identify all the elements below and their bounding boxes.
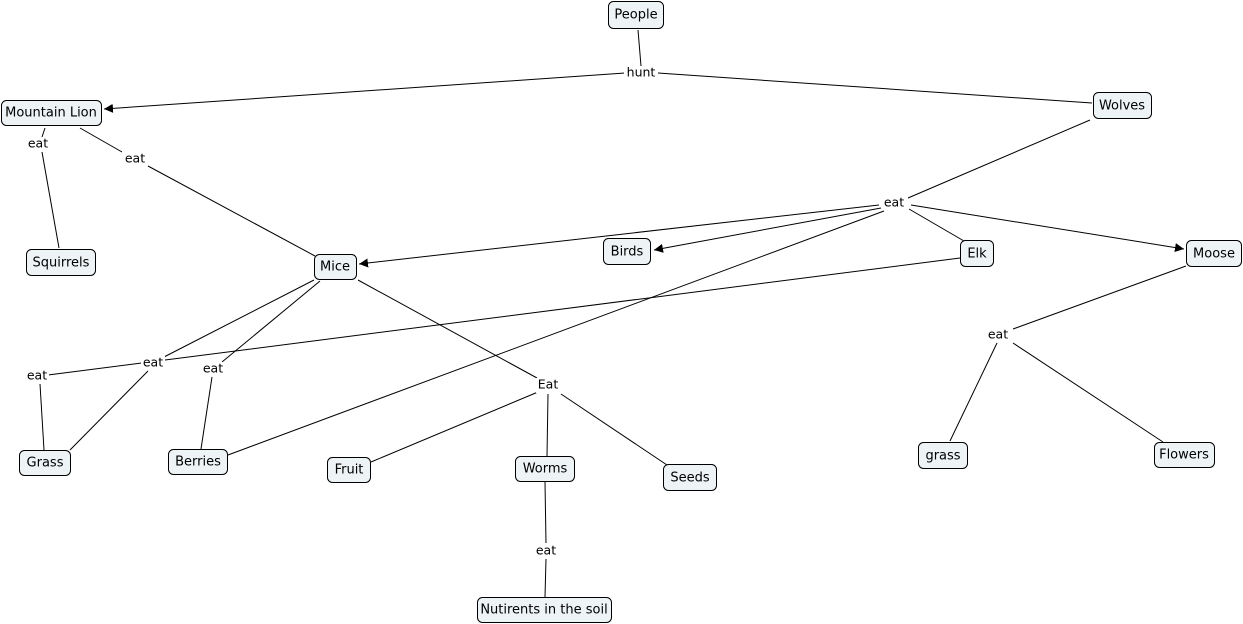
connector-elk-eat-grass — [47, 257, 961, 376]
node-elk[interactable]: Elk — [960, 240, 994, 267]
connector-eat-nutrients — [544, 558, 547, 598]
connector-mice-eat-center — [357, 279, 538, 379]
node-label-grass: Grass — [27, 456, 64, 471]
wolves-eat-label: eat — [884, 195, 904, 210]
node-label-mountain-lion: Mountain Lion — [5, 106, 97, 121]
moose-eat-label: eat — [988, 327, 1008, 342]
lion-eat-squirrels-label: eat — [28, 136, 48, 151]
node-birds[interactable]: Birds — [603, 238, 651, 265]
connector-eat-grass-lower — [949, 342, 998, 442]
node-label-worms: Worms — [523, 462, 568, 477]
connector-eat-berries — [227, 210, 885, 456]
node-mice[interactable]: Mice — [314, 254, 357, 280]
connector-lion-eat-mice-b — [147, 165, 316, 257]
connector-mice-eat-berries-b — [200, 376, 213, 450]
node-label-wolves: Wolves — [1099, 99, 1145, 114]
node-label-moose: Moose — [1193, 247, 1235, 262]
lion-eat-mice-label: eat — [125, 151, 145, 166]
mice-eat-center-label: Eat — [538, 377, 559, 392]
grass-eat-left-label: eat — [27, 368, 47, 383]
connector-mice-eat-grass-b — [69, 370, 149, 451]
node-label-elk: Elk — [967, 247, 987, 262]
node-label-berries: Berries — [175, 455, 221, 470]
connectors — [39, 29, 1187, 598]
mice-eat-berries-label: eat — [203, 361, 223, 376]
connector-eat-mice — [358, 204, 880, 268]
node-seeds[interactable]: Seeds — [663, 464, 717, 491]
hunt-label: hunt — [627, 65, 656, 80]
node-label-seeds: Seeds — [670, 471, 710, 486]
node-people[interactable]: People — [608, 1, 664, 29]
connector-eat-birds — [653, 207, 882, 253]
connector-eat-worms — [546, 393, 549, 457]
node-label-grass-lower: grass — [925, 449, 960, 464]
connector-hunt-wolves — [657, 72, 1093, 104]
connector-eat-moose — [910, 204, 1185, 253]
node-grass[interactable]: Grass — [19, 450, 71, 476]
connector-mice-eat-berries-a — [221, 280, 321, 363]
connector-worms-eat — [544, 481, 547, 544]
node-label-people: People — [614, 8, 657, 23]
connector-eat-elk — [908, 208, 965, 242]
node-label-birds: Birds — [611, 245, 644, 260]
node-mountain-lion[interactable]: Mountain Lion — [1, 100, 102, 126]
connector-lion-eat-mice-a — [79, 127, 123, 153]
connector-eat-fruit — [370, 391, 539, 463]
connector-lion-eat-squirrels-b — [41, 151, 60, 249]
node-flowers[interactable]: Flowers — [1154, 442, 1215, 468]
node-fruit[interactable]: Fruit — [327, 457, 371, 483]
node-label-nutrients: Nutirents in the soil — [480, 603, 607, 618]
worms-eat-label: eat — [536, 543, 556, 558]
connector-wolves-eat — [907, 119, 1091, 199]
node-grass-lower[interactable]: grass — [918, 442, 968, 469]
node-squirrels[interactable]: Squirrels — [26, 249, 96, 276]
link-labels: hunt eat eat eat eat eat eat eat Eat eat — [25, 65, 1010, 558]
connector-mice-eat-grass-a — [163, 279, 315, 358]
node-moose[interactable]: Moose — [1186, 240, 1242, 267]
connector-moose-eat — [1012, 265, 1187, 330]
node-label-mice: Mice — [320, 260, 350, 275]
connector-hunt-mountain-lion — [103, 72, 626, 113]
node-worms[interactable]: Worms — [515, 456, 575, 482]
connector-eat-seeds — [560, 393, 668, 466]
connector-people-hunt — [637, 29, 642, 67]
node-label-squirrels: Squirrels — [33, 256, 90, 271]
node-nutrients[interactable]: Nutirents in the soil — [477, 597, 612, 623]
node-label-fruit: Fruit — [335, 463, 364, 478]
connector-eat-flowers — [1012, 342, 1164, 443]
connector-eat-grass-left — [39, 383, 45, 451]
node-wolves[interactable]: Wolves — [1093, 92, 1152, 119]
mice-eat-grass-label: eat — [143, 355, 163, 370]
connector-lion-eat-squirrels-a — [41, 127, 46, 138]
node-berries[interactable]: Berries — [168, 449, 228, 475]
node-label-flowers: Flowers — [1159, 448, 1209, 463]
